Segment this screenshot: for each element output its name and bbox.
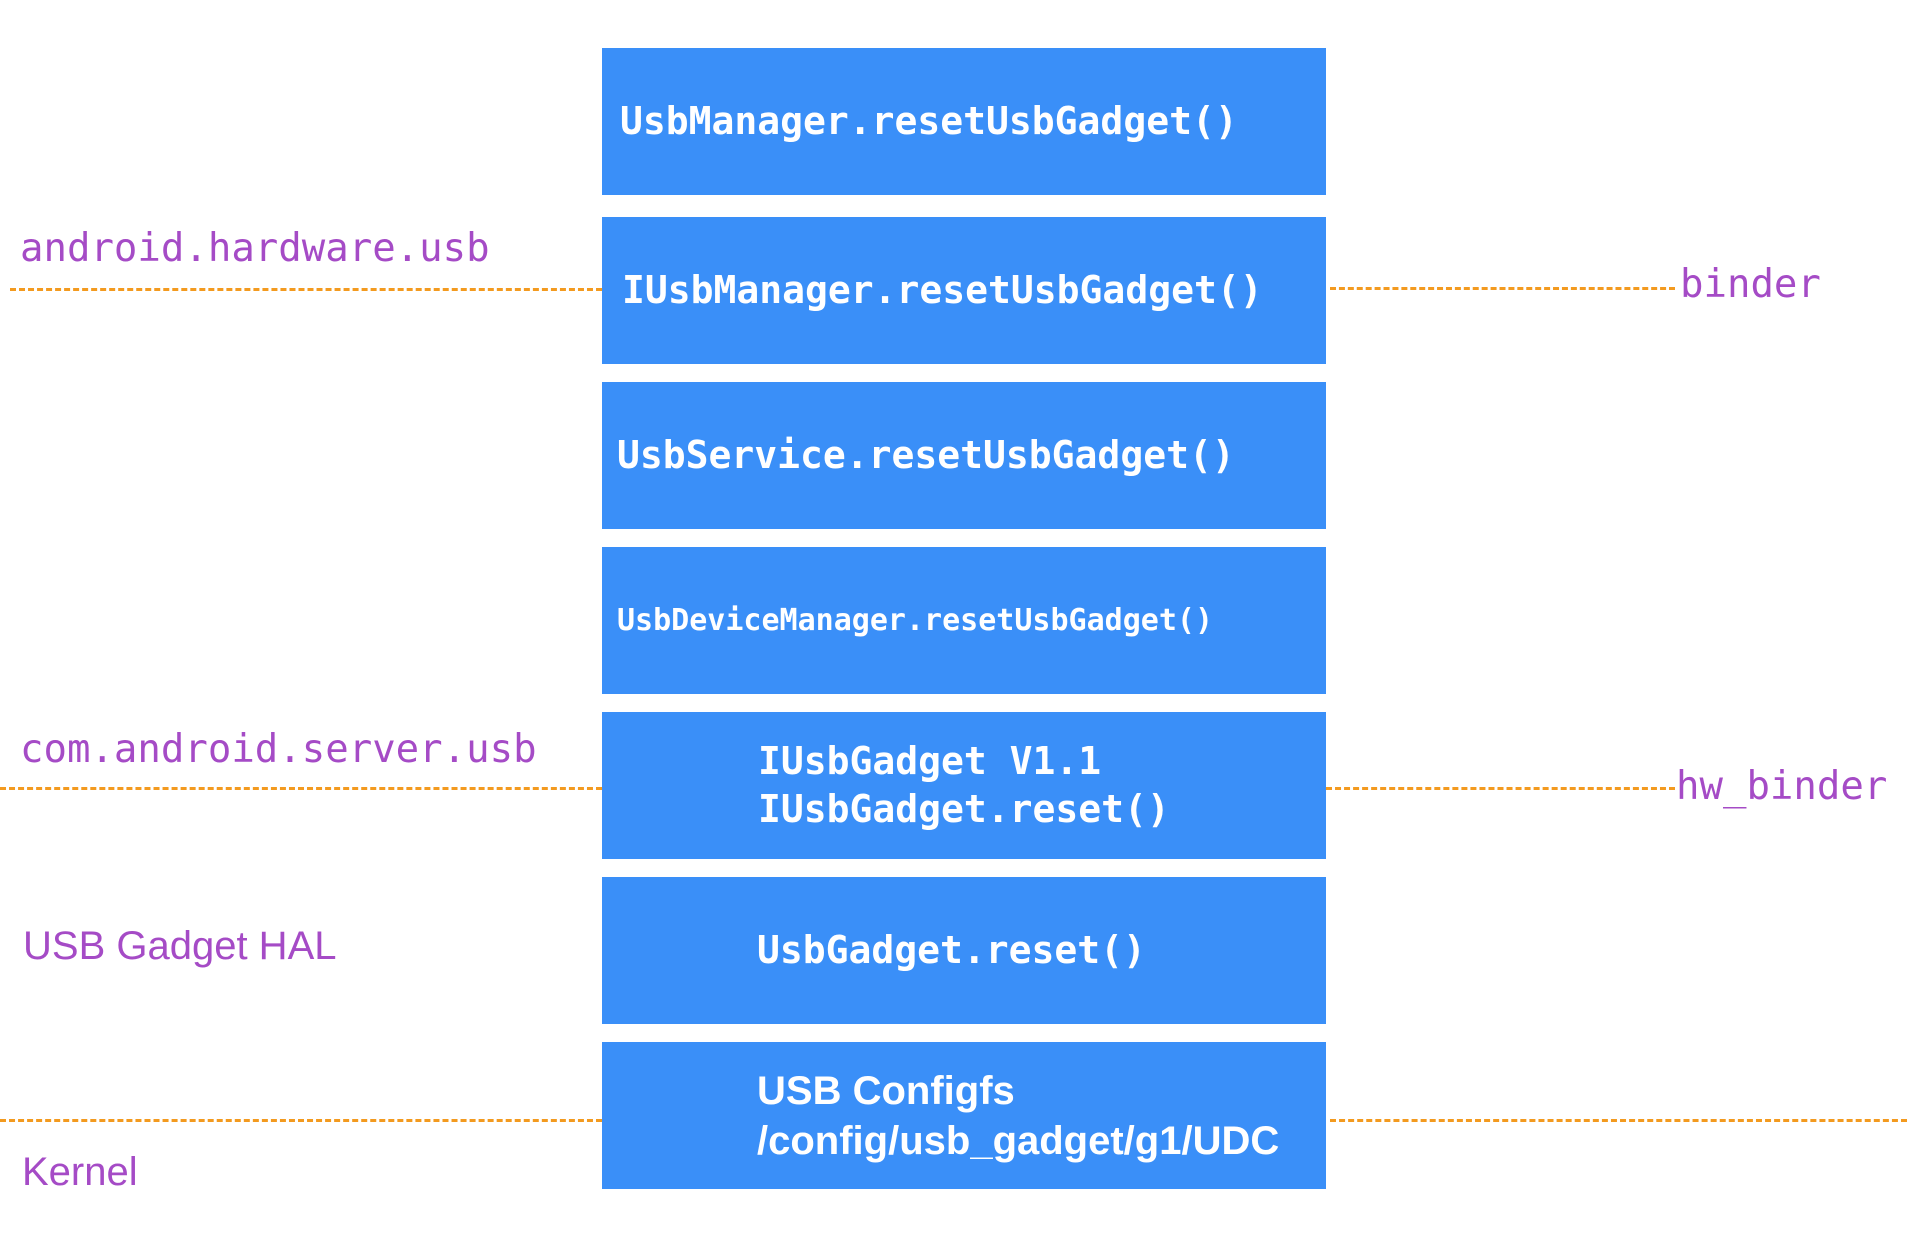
box-line: /config/usb_gadget/g1/UDC (757, 1118, 1280, 1163)
dashed-separator-right-3 (1330, 1119, 1907, 1122)
label-hw-binder: hw_binder (1676, 764, 1888, 809)
label-kernel: Kernel (22, 1150, 138, 1194)
label-usb-gadget-hal: USB Gadget HAL (23, 924, 337, 968)
usb-configfs-box: USB Configfs /config/usb_gadget/g1/UDC (602, 1042, 1326, 1189)
dashed-separator-right-2 (1326, 787, 1675, 790)
label-binder: binder (1680, 262, 1821, 307)
iusbmanager-reset-box: IUsbManager.resetUsbGadget() (602, 217, 1326, 364)
dashed-separator-right-1 (1330, 287, 1675, 290)
usbmanager-reset-box: UsbManager.resetUsbGadget() (602, 48, 1326, 195)
iusbgadget-reset-box: IUsbGadget V1.1 IUsbGadget.reset() (602, 712, 1326, 859)
label-android-hardware-usb: android.hardware.usb (20, 226, 490, 271)
box-line: IUsbGadget V1.1 (758, 739, 1102, 783)
box-line: IUsbGadget.reset() (758, 786, 1170, 831)
dashed-separator-left-3 (0, 1119, 602, 1122)
dashed-separator-left-2 (0, 787, 602, 790)
usbgadget-reset-box: UsbGadget.reset() (602, 877, 1326, 1024)
dashed-separator-left-1 (10, 288, 602, 291)
box-line: UsbManager.resetUsbGadget() (620, 98, 1238, 143)
box-line: UsbGadget.reset() (757, 927, 1146, 972)
box-line: IUsbManager.resetUsbGadget() (622, 267, 1263, 312)
label-com-android-server-usb: com.android.server.usb (20, 727, 537, 772)
box-line: USB Configfs (757, 1068, 1015, 1113)
box-line: UsbDeviceManager.resetUsbGadget() (617, 602, 1214, 638)
usbservice-reset-box: UsbService.resetUsbGadget() (602, 382, 1326, 529)
usbdevicemanager-reset-box: UsbDeviceManager.resetUsbGadget() (602, 547, 1326, 694)
box-line: UsbService.resetUsbGadget() (617, 432, 1235, 477)
